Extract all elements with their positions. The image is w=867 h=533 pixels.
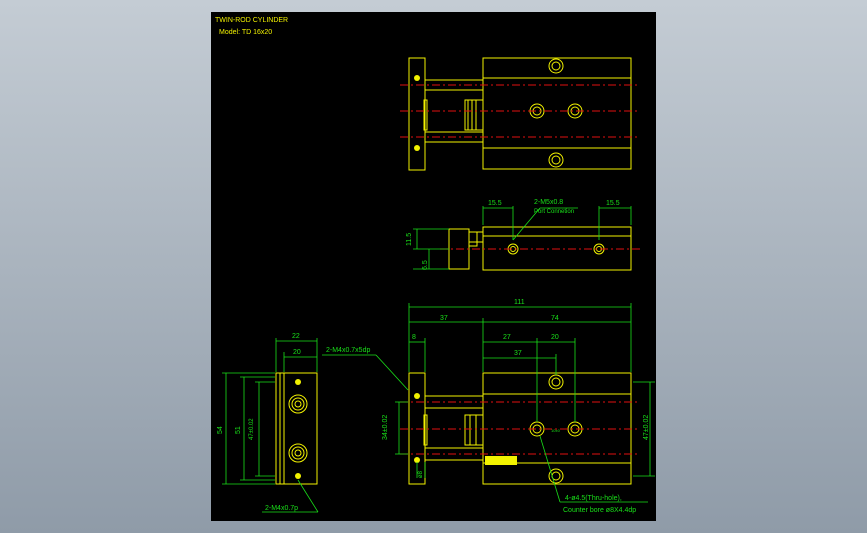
dim-20-mid: 20 bbox=[551, 334, 559, 341]
dim-15-5-right: 15.5 bbox=[606, 200, 620, 207]
dim-ø8: ø8 bbox=[418, 470, 424, 478]
dim-8: 8 bbox=[412, 334, 416, 341]
dim-20-left: 20 bbox=[293, 349, 301, 356]
dim-15-5-left: 15.5 bbox=[488, 200, 502, 207]
dim-74: 74 bbox=[551, 315, 559, 322]
front-view bbox=[375, 303, 655, 503]
side-view bbox=[413, 206, 640, 271]
dim-47-right: 47±0.02 bbox=[643, 415, 650, 440]
dim-11-5: 11.5 bbox=[406, 233, 413, 246]
dim-34: 34±0.02 bbox=[382, 415, 389, 440]
dim-27: 27 bbox=[503, 334, 511, 341]
dim-m4-top: 2-M4x0.7x5dp bbox=[326, 347, 370, 354]
dim-37-mid: 37 bbox=[514, 350, 522, 357]
dim-m4-bottom: 2-M4x0.7p bbox=[265, 505, 298, 512]
drawing-sheet[interactable] bbox=[211, 12, 656, 521]
dim-tiny: 10±0 bbox=[551, 428, 561, 433]
dim-47-left: 47±0.02 bbox=[249, 418, 255, 440]
end-view bbox=[222, 338, 376, 513]
dim-22: 22 bbox=[292, 333, 300, 340]
top-view bbox=[400, 57, 640, 171]
dim-thru-hole: 4-ø4.5(Thru-hole), bbox=[565, 495, 622, 502]
dim-54: 54 bbox=[217, 426, 224, 434]
dim-37-top: 37 bbox=[440, 315, 448, 322]
dim-counter-bore: Counter bore ø8X4.4dp bbox=[563, 507, 636, 514]
dim-111: 111 bbox=[514, 299, 525, 306]
drawing-title: TWIN-ROD CYLINDER bbox=[215, 17, 288, 24]
dim-port-connection: Port Connetion bbox=[534, 209, 574, 215]
dim-51: 51 bbox=[235, 426, 242, 434]
dim-6-5: 6.5 bbox=[422, 260, 429, 270]
dim-m5-thread: 2-M5x0.8 bbox=[534, 199, 563, 206]
drawing-model: Model: TD 16x20 bbox=[219, 29, 272, 36]
